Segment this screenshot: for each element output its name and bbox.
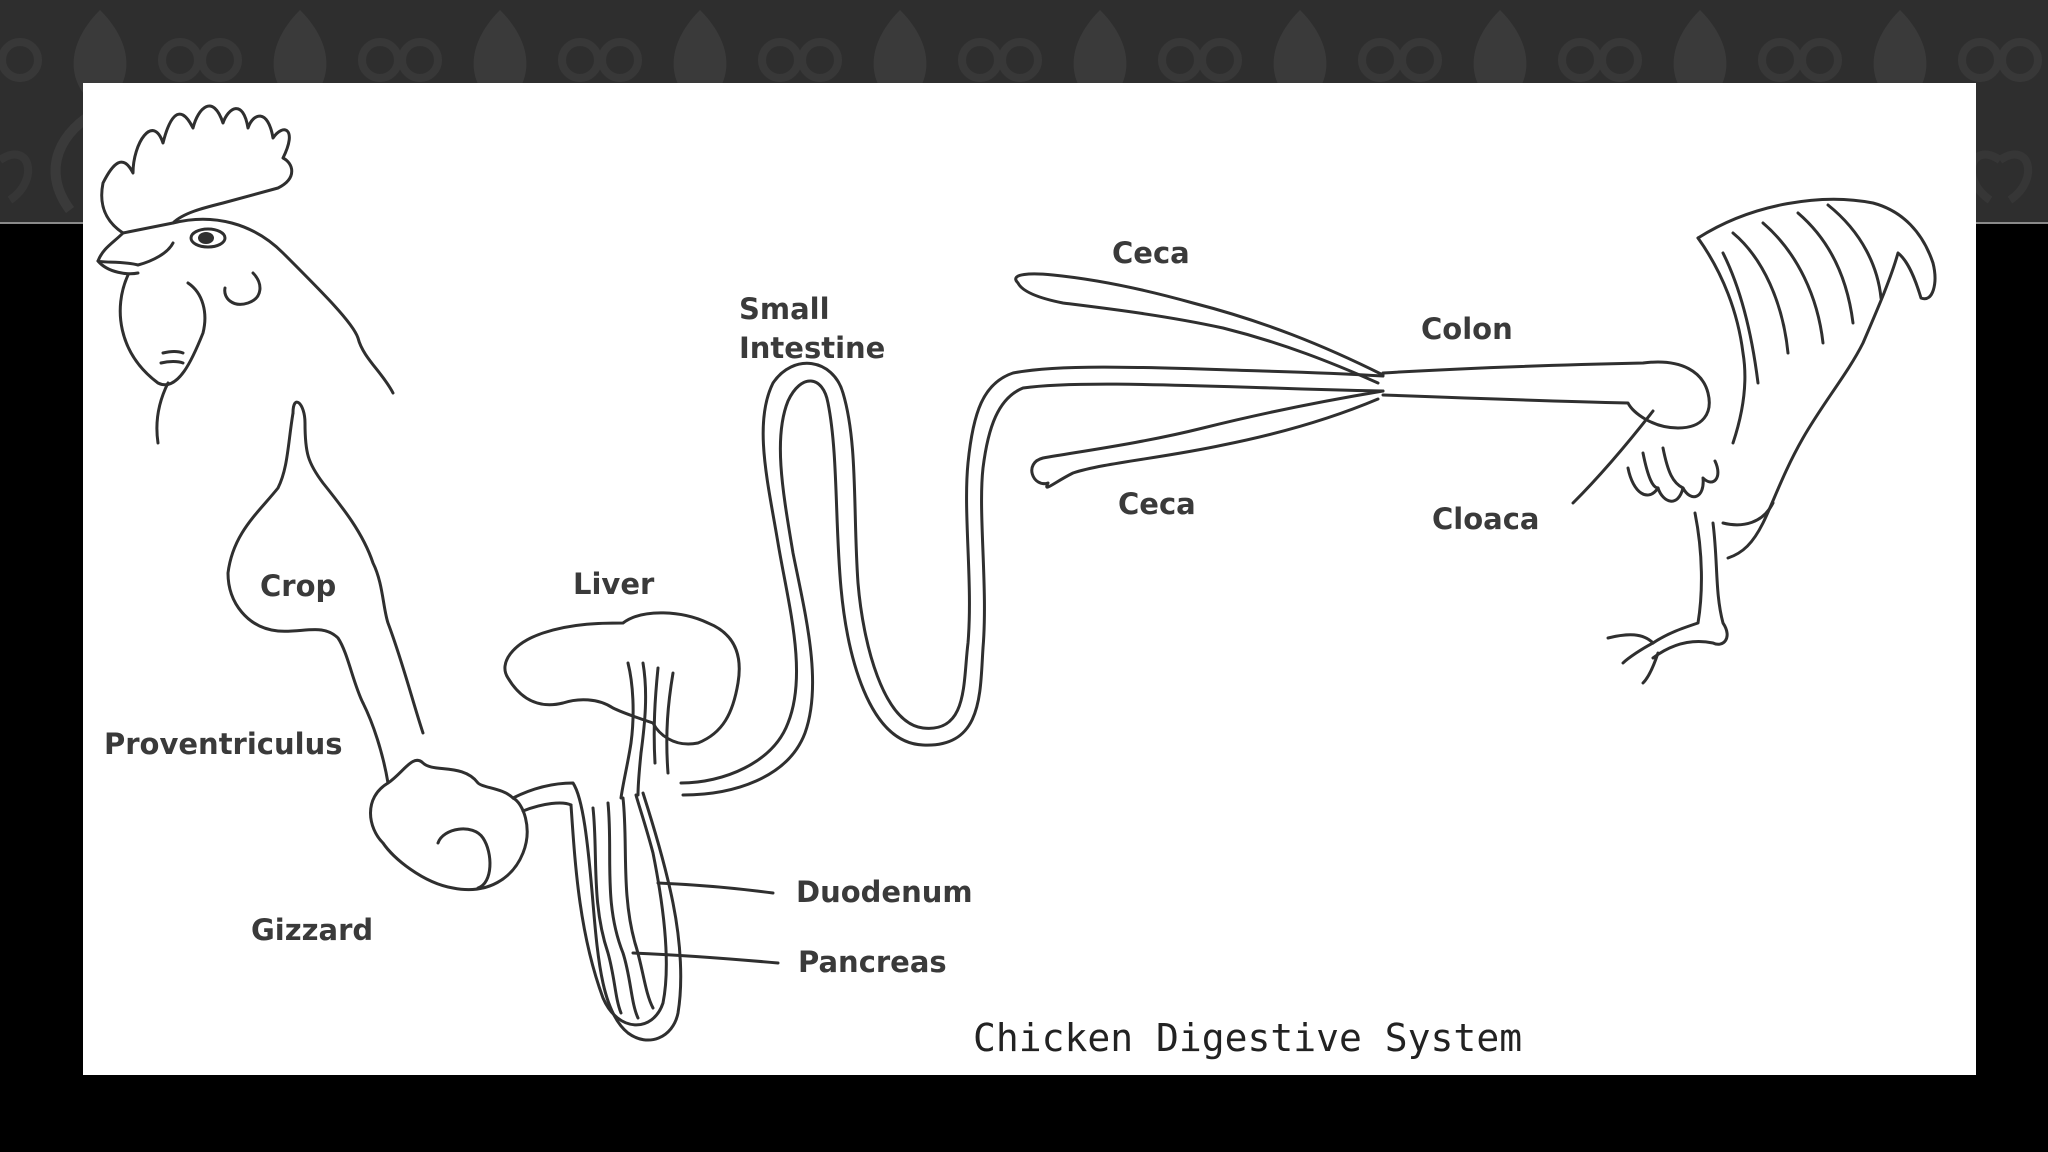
label-cloaca: Cloaca [1432,502,1539,536]
chicken-tail-illustration [1606,197,1937,685]
label-ceca-lower: Ceca [1118,487,1196,521]
label-pancreas: Pancreas [798,945,947,979]
label-crop: Crop [260,569,336,603]
label-duodenum: Duodenum [796,875,973,909]
small-intestine-illustration [679,361,1385,797]
pancreas-pointer-line [631,951,780,965]
label-colon: Colon [1421,312,1513,346]
label-gizzard: Gizzard [251,913,373,947]
duodenum-pancreas-illustration [511,781,683,1042]
label-ceca-upper: Ceca [1112,236,1190,270]
label-proventriculus: Proventriculus [104,727,343,761]
duodenum-pointer-line [656,881,775,895]
chicken-digestive-diagram: Crop Proventriculus Gizzard Liver Small … [96,104,1937,1060]
colon-cloaca-illustration [1381,360,1711,505]
label-liver: Liver [573,567,655,601]
ceca-illustration [1014,272,1385,489]
gizzard-illustration [369,759,529,891]
label-small-intestine-line2: Intestine [739,331,885,365]
diagram-caption: Chicken Digestive System [973,1016,1522,1060]
label-small-intestine-line1: Small [739,292,830,326]
pointer-lines [631,881,780,965]
diagram-panel: Crop Proventriculus Gizzard Liver Small … [83,83,1976,1075]
chicken-head-illustration [96,104,395,445]
crop-and-esophagus [226,400,425,785]
liver-illustration [503,611,741,800]
